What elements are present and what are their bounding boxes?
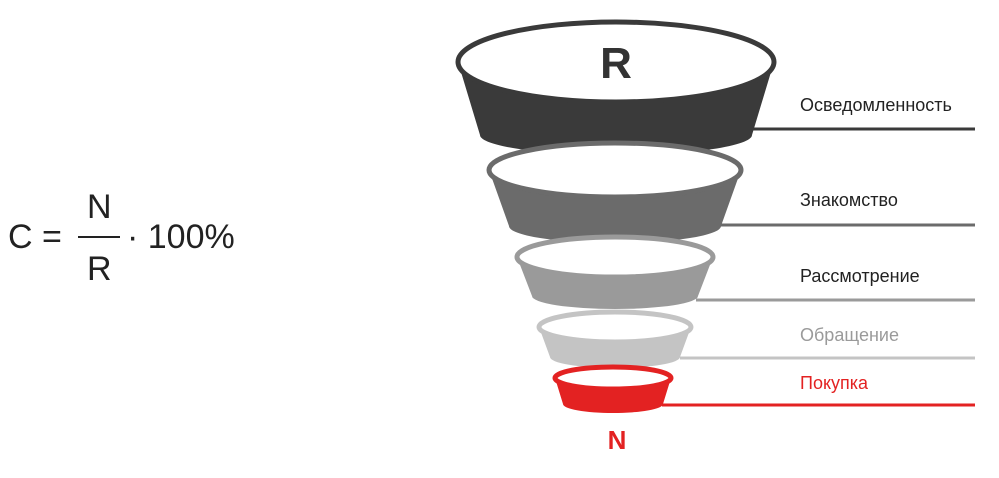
stage-label-purchase: Покупка <box>800 373 869 393</box>
stage-label-familiarity: Знакомство <box>800 190 898 210</box>
stage-label-inquiry: Обращение <box>800 325 899 345</box>
funnel-bottom-letter: N <box>608 425 627 455</box>
funnel-top-letter: R <box>600 39 632 88</box>
stage-label-consideration: Рассмотрение <box>800 266 920 286</box>
formula-fraction-bar <box>78 236 120 238</box>
stage-opening-inquiry <box>536 309 694 345</box>
funnel-stage-familiarity: Знакомство <box>486 140 975 243</box>
funnel-stage-purchase: Покупка <box>552 364 975 413</box>
funnel-stage-inquiry: Обращение <box>536 309 975 368</box>
stage-opening-awareness <box>455 19 777 105</box>
formula-denominator: R <box>87 250 112 288</box>
funnel-stage-awareness: Осведомленность <box>455 19 975 155</box>
stage-opening-consideration <box>514 234 716 280</box>
formula-rhs: · 100% <box>127 218 235 256</box>
conversion-formula: C = N R · 100% <box>0 0 300 478</box>
formula-lhs: C = <box>8 218 62 256</box>
stage-label-awareness: Осведомленность <box>800 95 952 115</box>
stage-opening-purchase <box>552 364 674 392</box>
funnel-stage-consideration: Рассмотрение <box>514 234 975 309</box>
formula-numerator: N <box>87 188 112 226</box>
stage-opening-familiarity <box>486 140 744 200</box>
